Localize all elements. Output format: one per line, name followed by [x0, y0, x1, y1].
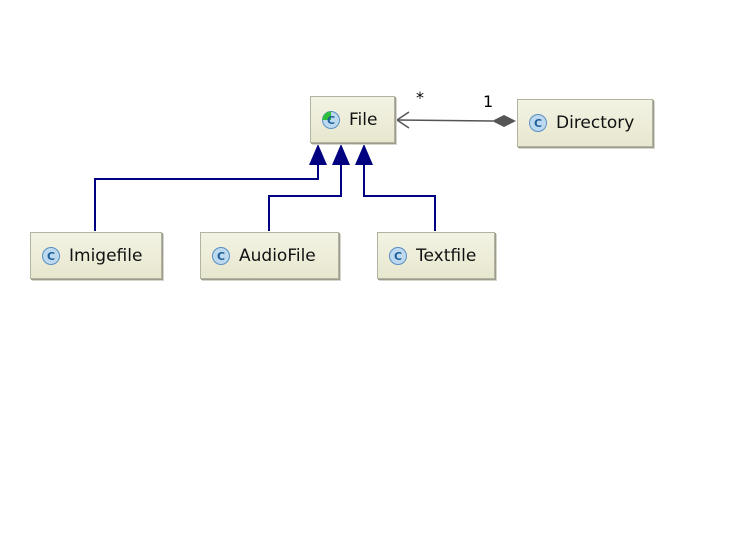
class-icon: C: [529, 114, 547, 132]
class-icon: C: [212, 246, 230, 265]
class-name-textfile: Textfile: [416, 245, 477, 266]
class-directory[interactable]: C Directory: [517, 99, 653, 147]
svg-text:C: C: [534, 117, 542, 130]
svg-text:C: C: [47, 250, 55, 263]
class-name-audiofile: AudioFile: [239, 245, 316, 266]
multiplicity-file-end: *: [416, 88, 424, 107]
navigable-arrowhead-file: [395, 111, 410, 129]
class-name-imigefile: Imigefile: [69, 245, 143, 266]
generalization-audiofile-file[interactable]: [268, 165, 342, 231]
class-imigefile[interactable]: C Imigefile: [30, 232, 162, 279]
class-name-directory: Directory: [556, 113, 635, 133]
class-file[interactable]: C File: [310, 96, 395, 143]
svg-text:C: C: [394, 250, 402, 263]
class-name-file: File: [349, 109, 378, 130]
svg-text:C: C: [327, 114, 335, 127]
class-icon: C: [42, 246, 60, 265]
inheritance-arrowhead-imigefile: [309, 144, 327, 165]
class-audiofile[interactable]: C AudioFile: [200, 232, 339, 279]
multiplicity-directory-end: 1: [483, 92, 494, 111]
class-textfile[interactable]: C Textfile: [377, 232, 495, 279]
composition-diamond: [492, 115, 516, 127]
class-icon: C: [389, 246, 407, 265]
svg-text:C: C: [217, 250, 225, 263]
inheritance-arrowhead-textfile: [355, 144, 373, 165]
generalization-imigefile-file[interactable]: [94, 165, 319, 231]
generalization-textfile-file[interactable]: [363, 165, 436, 231]
abstract-class-icon: C: [322, 110, 340, 129]
inheritance-arrowhead-audiofile: [332, 144, 350, 165]
association-directory-file[interactable]: [396, 119, 494, 122]
